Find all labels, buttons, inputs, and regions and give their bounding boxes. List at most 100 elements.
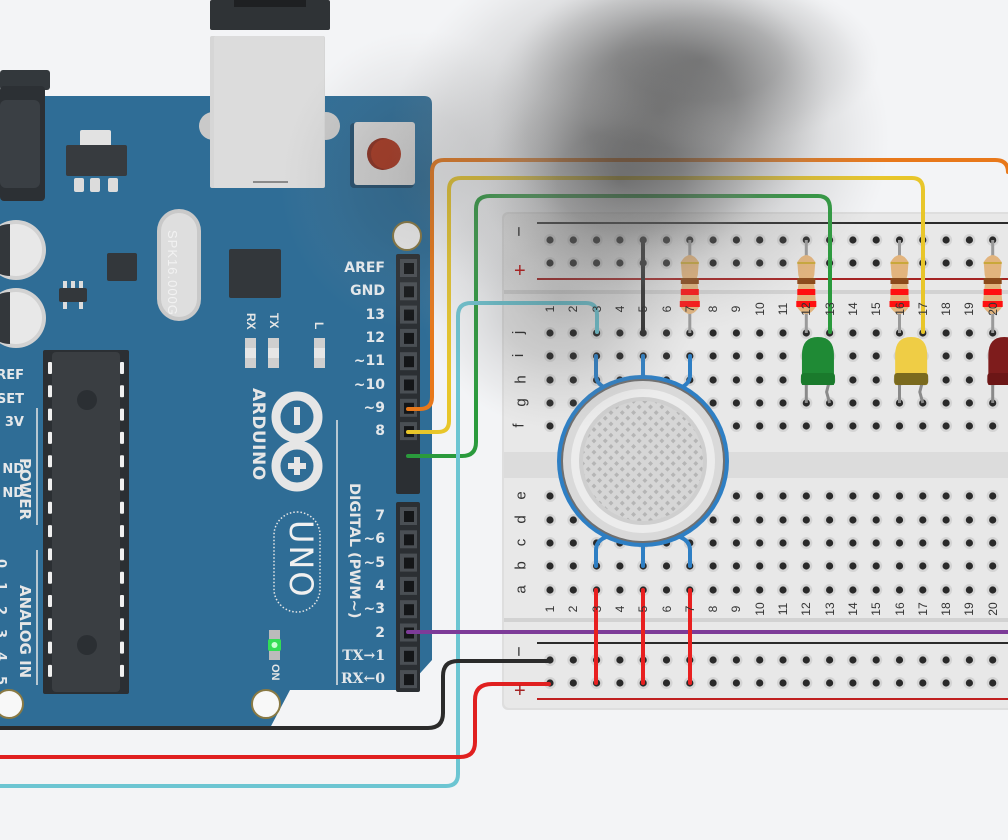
breadboard-hole[interactable] (777, 677, 789, 689)
breadboard-hole[interactable] (613, 234, 626, 246)
breadboard-hole[interactable] (567, 677, 580, 689)
breadboard-hole[interactable] (753, 374, 766, 386)
breadboard-hole[interactable] (707, 350, 720, 362)
breadboard-hole[interactable] (940, 350, 953, 362)
breadboard-hole[interactable] (940, 514, 953, 526)
header-pin-socket[interactable] (400, 507, 417, 525)
breadboard-hole[interactable] (916, 677, 929, 689)
breadboard-hole[interactable] (544, 234, 556, 246)
breadboard-hole[interactable] (846, 560, 859, 572)
breadboard-hole[interactable] (823, 584, 836, 596)
breadboard-hole[interactable] (823, 420, 836, 432)
breadboard-hole[interactable] (823, 537, 836, 549)
breadboard-hole[interactable] (777, 514, 789, 526)
breadboard-hole[interactable] (846, 420, 859, 432)
breadboard-hole[interactable] (986, 514, 999, 526)
breadboard-hole[interactable] (567, 257, 580, 269)
breadboard-hole[interactable] (870, 490, 883, 502)
reset-button[interactable] (350, 122, 415, 188)
breadboard-hole[interactable] (777, 584, 789, 596)
breadboard-hole[interactable] (800, 560, 813, 572)
breadboard-hole[interactable] (893, 514, 906, 526)
breadboard-hole[interactable] (730, 560, 743, 572)
breadboard-hole[interactable] (940, 584, 953, 596)
breadboard-hole[interactable] (893, 560, 906, 572)
breadboard-hole[interactable] (753, 420, 766, 432)
breadboard-hole[interactable] (660, 677, 673, 689)
breadboard-hole[interactable] (730, 677, 743, 689)
breadboard-hole[interactable] (753, 584, 766, 596)
breadboard-hole[interactable] (846, 677, 859, 689)
breadboard-hole[interactable] (613, 350, 626, 362)
breadboard-hole[interactable] (940, 537, 953, 549)
breadboard-hole[interactable] (753, 397, 766, 409)
breadboard-hole[interactable] (986, 584, 999, 596)
breadboard-hole[interactable] (940, 397, 953, 409)
breadboard-hole[interactable] (870, 537, 883, 549)
header-pin-socket[interactable] (400, 553, 417, 572)
breadboard-hole[interactable] (870, 350, 883, 362)
breadboard-hole[interactable] (800, 654, 813, 666)
breadboard-hole[interactable] (707, 374, 720, 386)
breadboard-hole[interactable] (730, 327, 743, 339)
breadboard-hole[interactable] (707, 654, 720, 666)
breadboard-hole[interactable] (846, 374, 859, 386)
header-pin-socket[interactable] (400, 282, 417, 301)
breadboard-hole[interactable] (730, 374, 743, 386)
breadboard-hole[interactable] (893, 584, 906, 596)
breadboard-hole[interactable] (753, 327, 766, 339)
header-pin-socket[interactable] (400, 600, 417, 619)
breadboard-hole[interactable] (893, 420, 906, 432)
breadboard-hole[interactable] (777, 654, 789, 666)
resistor-4[interactable] (982, 240, 1003, 333)
breadboard-hole[interactable] (707, 584, 720, 596)
breadboard-hole[interactable] (544, 257, 556, 269)
breadboard-hole[interactable] (567, 514, 580, 526)
breadboard-hole[interactable] (870, 514, 883, 526)
breadboard-hole[interactable] (800, 420, 813, 432)
breadboard-hole[interactable] (730, 584, 743, 596)
red-led[interactable] (987, 337, 1008, 403)
breadboard-hole[interactable] (846, 584, 859, 596)
breadboard-hole[interactable] (567, 350, 580, 362)
breadboard-hole[interactable] (870, 654, 883, 666)
breadboard-hole[interactable] (567, 327, 580, 339)
breadboard-hole[interactable] (870, 560, 883, 572)
breadboard-hole[interactable] (777, 420, 789, 432)
breadboard-hole[interactable] (963, 490, 976, 502)
breadboard-hole[interactable] (963, 397, 976, 409)
breadboard-hole[interactable] (846, 257, 859, 269)
breadboard-hole[interactable] (777, 374, 789, 386)
breadboard-hole[interactable] (916, 420, 929, 432)
breadboard-hole[interactable] (940, 490, 953, 502)
breadboard-hole[interactable] (940, 257, 953, 269)
breadboard-hole[interactable] (916, 537, 929, 549)
breadboard-hole[interactable] (544, 490, 556, 502)
breadboard-hole[interactable] (777, 327, 789, 339)
breadboard-hole[interactable] (613, 654, 626, 666)
breadboard-hole[interactable] (916, 560, 929, 572)
header-pin-socket[interactable] (400, 305, 417, 324)
breadboard-hole[interactable] (963, 327, 976, 339)
breadboard-hole[interactable] (940, 560, 953, 572)
breadboard-hole[interactable] (846, 514, 859, 526)
breadboard-hole[interactable] (753, 537, 766, 549)
breadboard-hole[interactable] (777, 234, 789, 246)
breadboard-hole[interactable] (963, 514, 976, 526)
breadboard-hole[interactable] (963, 560, 976, 572)
breadboard-hole[interactable] (963, 374, 976, 386)
breadboard-hole[interactable] (870, 677, 883, 689)
breadboard-hole[interactable] (986, 654, 999, 666)
breadboard-hole[interactable] (846, 537, 859, 549)
breadboard-hole[interactable] (730, 654, 743, 666)
breadboard-hole[interactable] (823, 560, 836, 572)
breadboard-hole[interactable] (707, 397, 720, 409)
breadboard-hole[interactable] (777, 397, 789, 409)
breadboard-hole[interactable] (846, 350, 859, 362)
breadboard-hole[interactable] (544, 374, 556, 386)
breadboard-hole[interactable] (846, 490, 859, 502)
breadboard-hole[interactable] (613, 560, 626, 572)
black-wire[interactable] (0, 659, 551, 730)
breadboard-hole[interactable] (753, 677, 766, 689)
green-led[interactable] (800, 337, 835, 404)
